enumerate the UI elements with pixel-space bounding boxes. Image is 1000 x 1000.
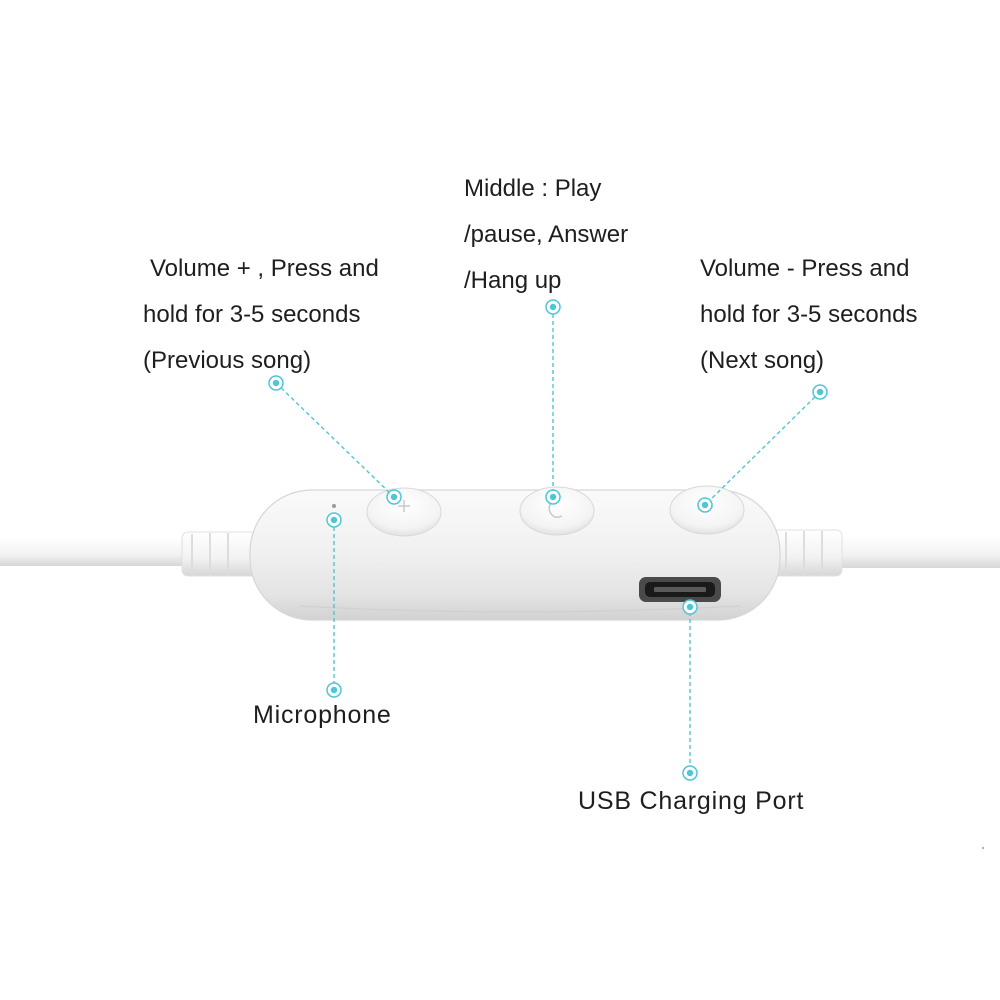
label-volume-up: Volume + , Press and hold for 3-5 second… [143, 246, 379, 384]
label-volume-down-line-2: hold for 3-5 seconds [700, 301, 918, 328]
volume-up-button[interactable] [366, 487, 442, 537]
label-usb-charging-port-text: USB Charging Port [578, 787, 805, 815]
leader-volume-up [275, 382, 395, 498]
label-middle-line-1: Middle : Play [464, 175, 602, 202]
label-volume-down: Volume - Press and hold for 3-5 seconds … [700, 246, 917, 384]
label-middle-line-2: /pause, Answer [464, 221, 629, 248]
label-microphone: Microphone [253, 692, 392, 738]
callout-leaders [275, 307, 821, 773]
right-cable [769, 529, 1000, 577]
middle-button[interactable] [519, 486, 595, 536]
left-cable [0, 531, 261, 577]
phone-icon [548, 502, 563, 519]
micro-usb-icon [639, 577, 721, 602]
plus-icon [398, 500, 410, 512]
label-volume-up-line-2: hold for 3-5 seconds [143, 301, 361, 328]
label-middle: Middle : Play /pause, Answer /Hang up [464, 166, 628, 304]
callout-markers [268, 299, 828, 781]
label-volume-down-line-1: Volume - Press and [700, 255, 910, 282]
label-volume-up-line-3: (Previous song) [143, 347, 312, 374]
label-usb-charging-port: USB Charging Port [578, 778, 804, 824]
label-middle-line-3: /Hang up [464, 267, 562, 294]
label-volume-up-line-1: Volume + , Press and [150, 255, 379, 282]
leader-volume-down [704, 391, 821, 506]
label-microphone-text: Microphone [253, 701, 392, 729]
label-volume-down-line-3: (Next song) [700, 347, 825, 374]
